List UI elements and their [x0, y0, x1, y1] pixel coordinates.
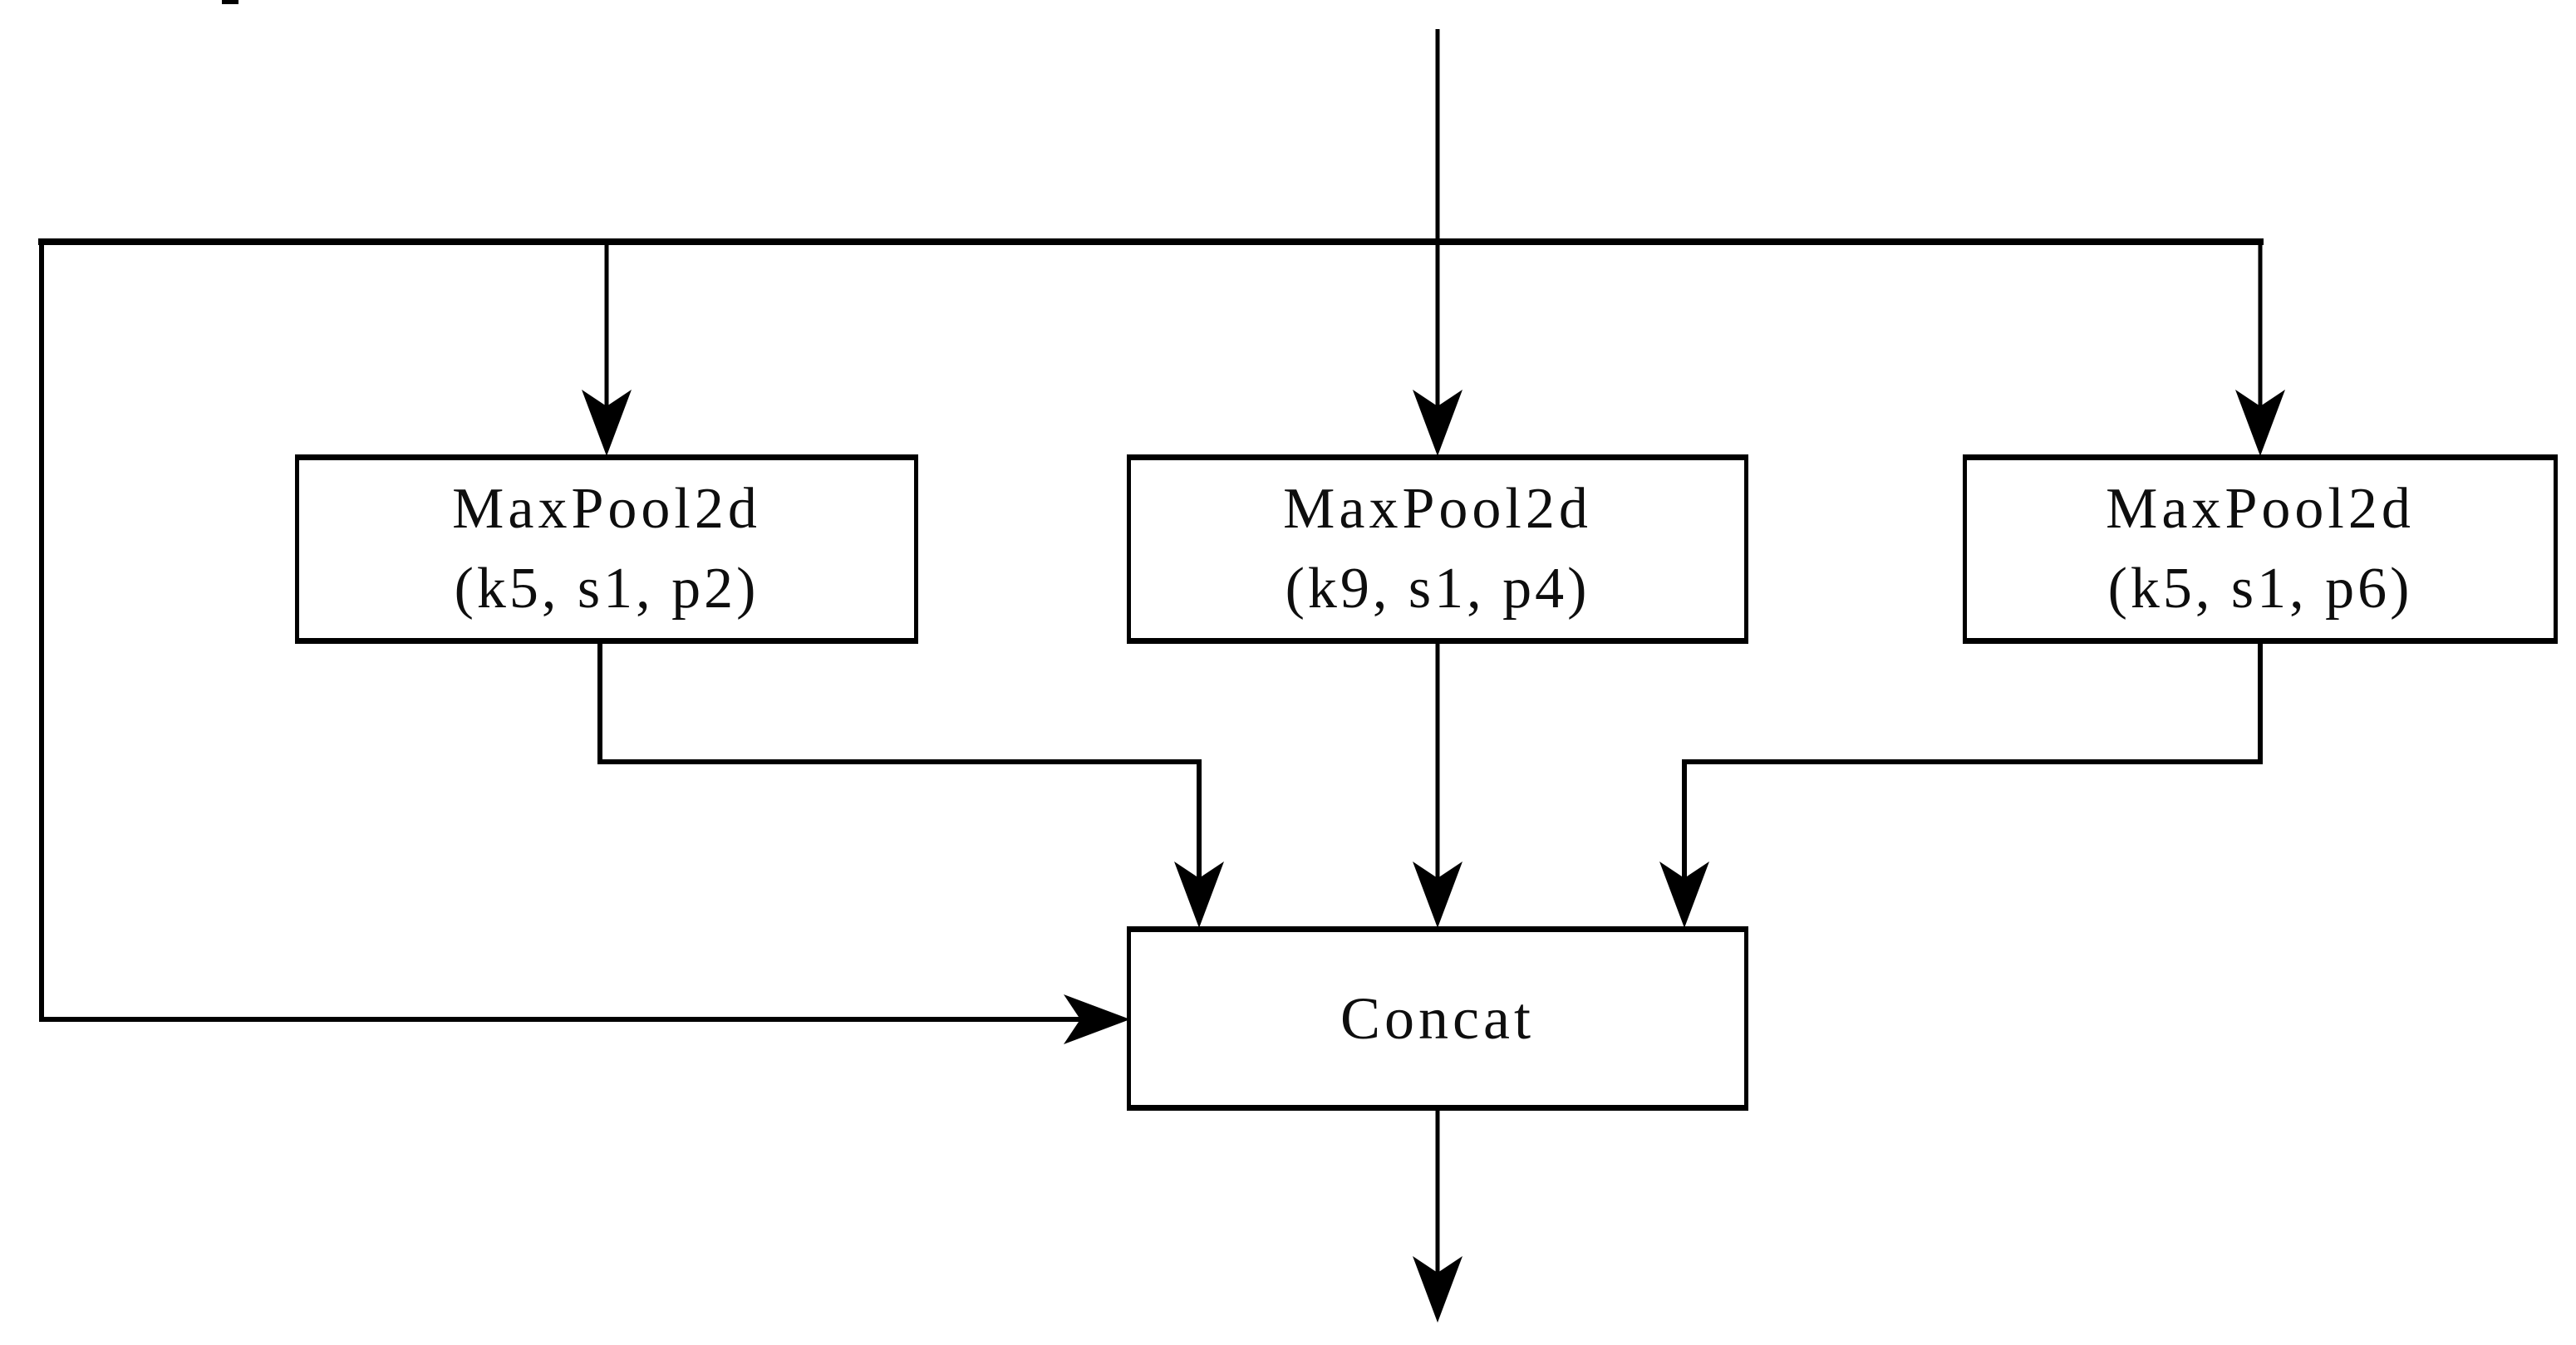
maxpool-mid-box: MaxPool2d (k9, s1, p4)	[1127, 454, 1748, 644]
arrowhead-into-maxpool-mid	[1413, 390, 1463, 456]
maxpool-left-box: MaxPool2d (k5, s1, p2)	[295, 454, 918, 644]
maxpool-left-title: MaxPool2d	[452, 477, 761, 541]
arrowhead-mid-into-concat	[1413, 861, 1463, 928]
concat-title: Concat	[1340, 985, 1535, 1052]
arrowhead-skip-into-concat	[1064, 994, 1130, 1044]
concat-box: Concat	[1127, 926, 1748, 1111]
maxpool-mid-params: (k9, s1, p4)	[1285, 557, 1590, 621]
arrowhead-output	[1413, 1256, 1463, 1323]
maxpool-right-params: (k5, s1, p6)	[2107, 557, 2413, 621]
cropped-glyph-artifact	[222, 0, 238, 4]
maxpool-mid-title: MaxPool2d	[1283, 477, 1592, 541]
left-output-line	[597, 644, 1202, 882]
arrowhead-into-maxpool-right	[2235, 390, 2285, 456]
arrowhead-into-maxpool-left	[582, 390, 632, 456]
arrowhead-right-into-concat	[1659, 861, 1709, 928]
maxpool-left-params: (k5, s1, p2)	[454, 557, 760, 621]
skip-connection-line	[39, 239, 1082, 1022]
right-output-line	[1682, 644, 2263, 882]
arrowhead-left-into-concat	[1174, 861, 1224, 928]
maxpool-right-title: MaxPool2d	[2106, 477, 2415, 541]
maxpool-right-box: MaxPool2d (k5, s1, p6)	[1963, 454, 2558, 644]
